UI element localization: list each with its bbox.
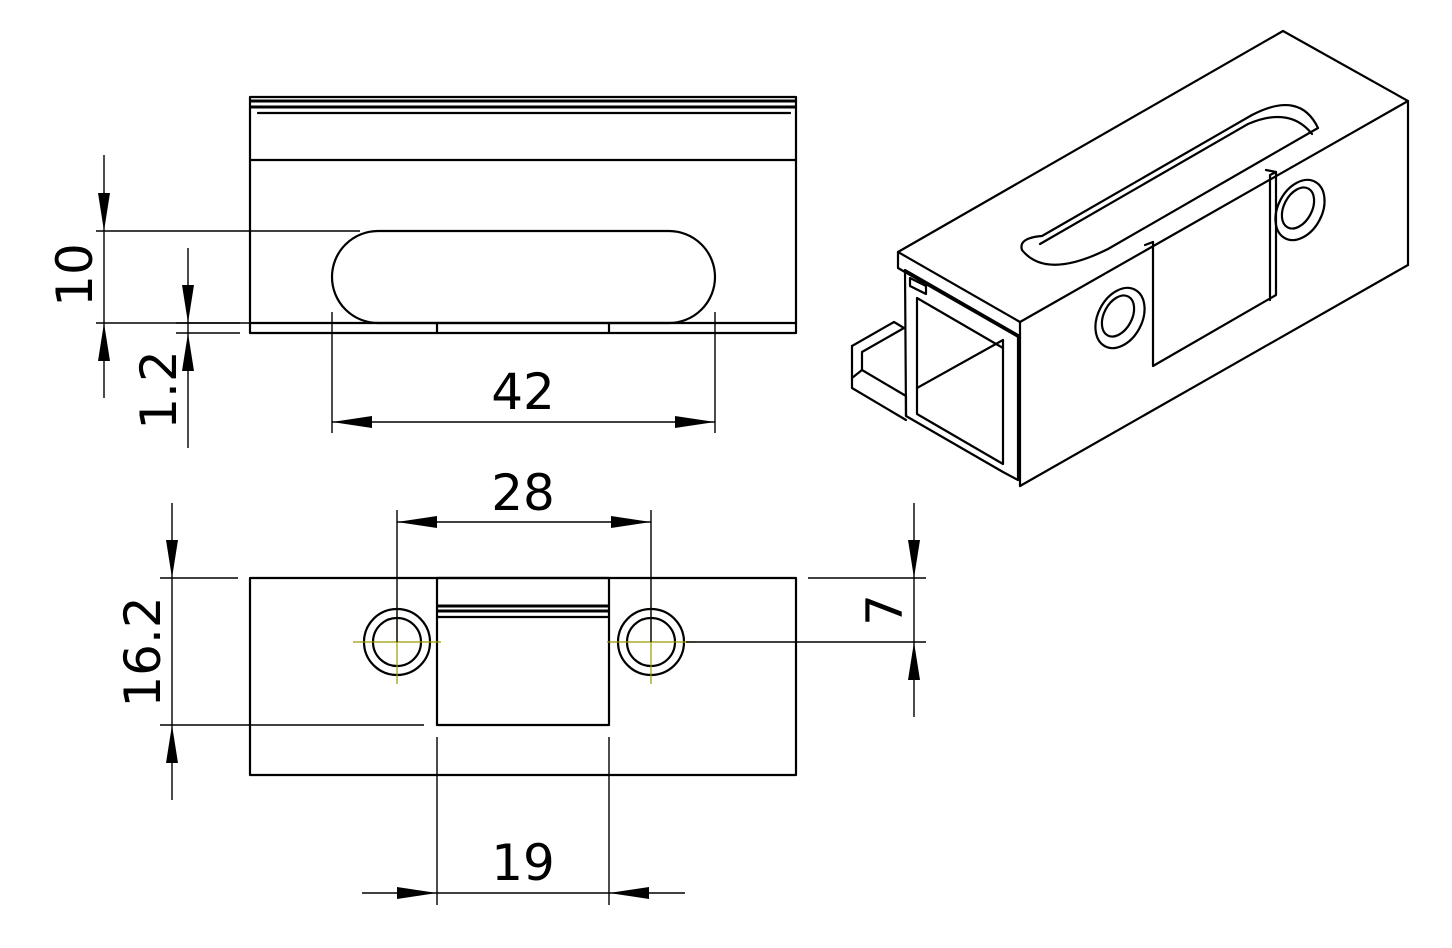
iso-channel-frame-inner [915,296,1005,466]
iso-flange [850,368,908,422]
dim-16-2-arrow-top [166,540,178,578]
dim-7-arrow-top [908,540,920,578]
iso-side-step-top-2 [1264,168,1278,174]
dim-7-arrow-bottom [908,642,920,680]
dim-42-arrow-right [675,416,715,428]
dim-10-arrow-top [98,193,110,231]
dim-42-label: 42 [491,363,555,421]
iso-hole-right-outer [1274,178,1326,242]
dimension-19: 19 [362,737,685,905]
iso-channel-inner-back [915,338,1005,390]
iso-channel-frame-outer [903,268,1020,482]
dim-10-arrow-bottom [98,323,110,361]
iso-side-step [1151,170,1278,368]
iso-flange-notch [908,276,928,296]
top-view: 28 16.2 7 19 [114,464,926,905]
dim-19-arrow-left [397,887,437,899]
front-view: 10 1.2 42 [46,95,798,448]
isometric-view [850,29,1410,488]
iso-front-face-outline [896,250,1022,340]
dim-1-2-label: 1.2 [130,350,188,430]
top-view-outline [248,576,798,777]
dimension-42: 42 [331,312,716,433]
dimension-10: 10 [46,155,360,398]
dim-10-label: 10 [46,243,104,307]
dim-16-2-arrow-bottom [166,725,178,763]
dim-28-arrow-left [397,516,437,528]
dimension-1-2: 1.2 [130,248,240,448]
iso-side-step-top [1143,240,1155,247]
iso-top-slot [1020,103,1320,266]
dim-1-2-arrow-bottom [182,333,194,371]
slot-outline [330,229,717,325]
dimension-7: 7 [686,503,926,717]
dim-19-label: 19 [491,834,555,892]
iso-top-slot-inner [1038,115,1314,246]
iso-hole-left-outer [1094,286,1146,350]
dim-7-label: 7 [856,594,914,626]
iso-bottom-edge [1018,263,1410,488]
iso-hole-right-inner [1280,186,1316,230]
iso-flange-rail [850,320,906,372]
dim-19-arrow-right [609,887,649,899]
dim-1-2-arrow-top [182,285,194,323]
dim-16-2-label: 16.2 [114,596,172,707]
dimension-16-2: 16.2 [114,503,424,800]
dim-28-label: 28 [491,464,555,522]
dimension-28: 28 [396,464,652,642]
dim-42-arrow-left [332,416,372,428]
front-view-outline [248,95,798,335]
iso-hole-left-inner [1100,294,1136,338]
dim-28-arrow-right [611,516,651,528]
channel-opening [435,576,611,727]
